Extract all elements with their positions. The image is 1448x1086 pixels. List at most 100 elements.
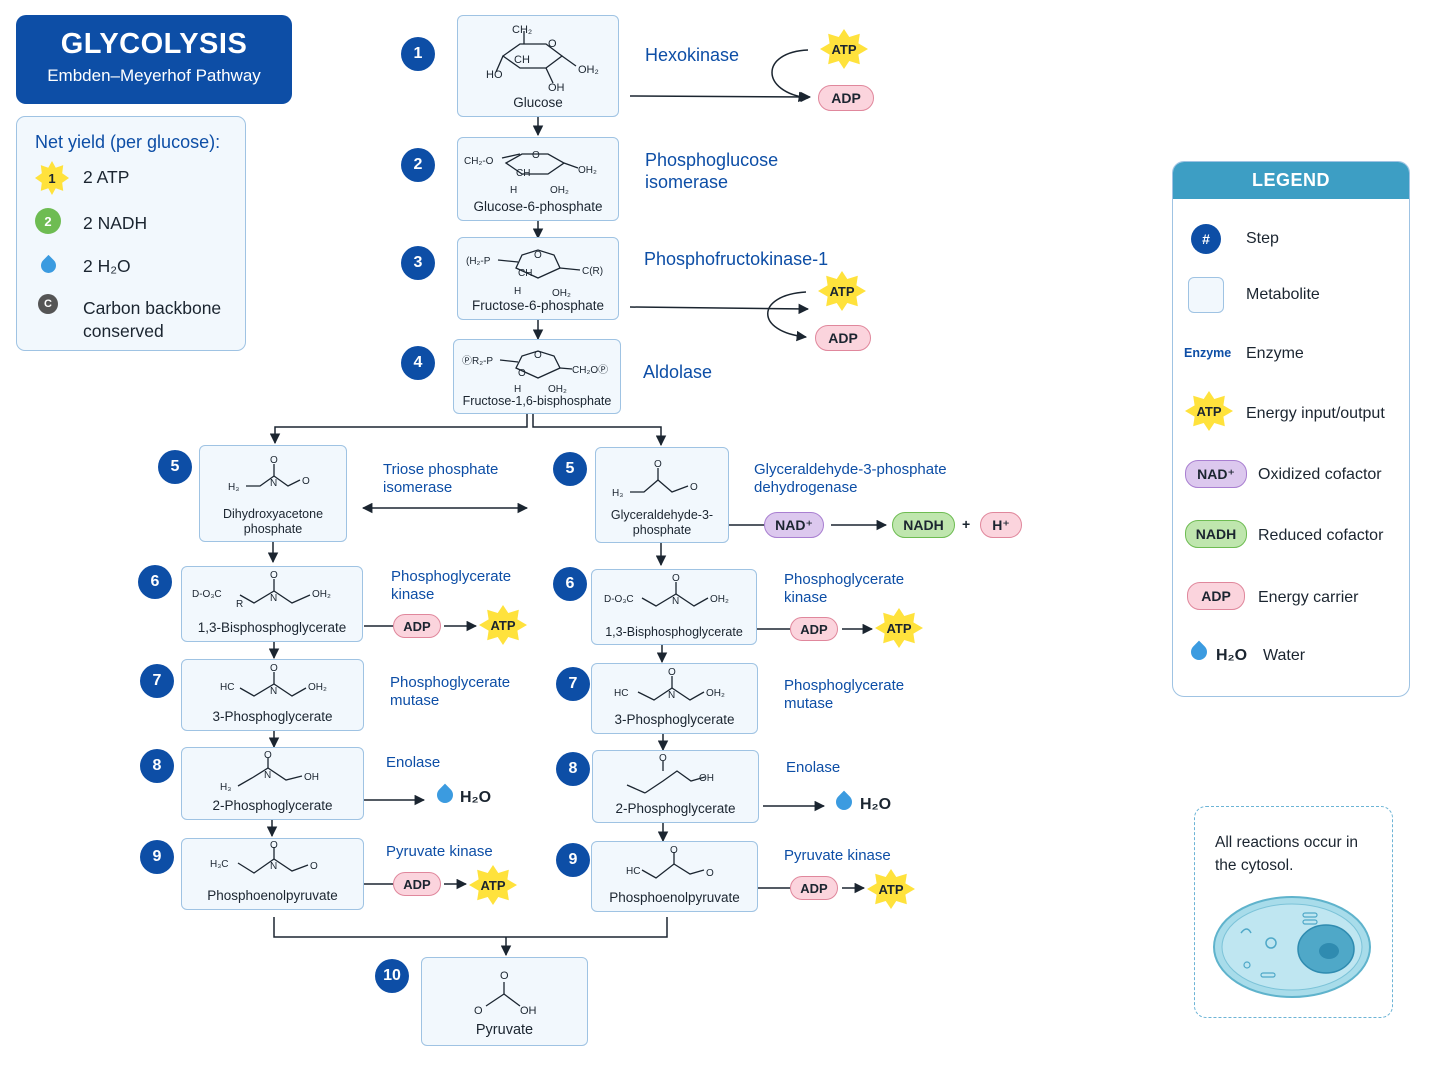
yield-water-text: 2 H₂O <box>83 256 131 276</box>
carbon-icon: C <box>38 294 58 314</box>
legend-carrier-text: Energy carrier <box>1258 589 1359 606</box>
metabolite-label: 2-Phosphoglycerate <box>212 798 333 814</box>
pg2-atom-o: O <box>659 753 667 764</box>
legend-water-text: Water <box>1263 647 1306 664</box>
glucose-atom-oh2: OH₂ <box>578 64 599 76</box>
nadh-swatch: NADH <box>1185 520 1247 548</box>
metabolite-3-phosphoglycerate-left: HC O N OH₂ 3-Phosphoglycerate <box>181 659 364 731</box>
bpg-atom-n: N <box>270 593 277 604</box>
adp-pill: ADP <box>790 617 838 641</box>
legend-panel: LEGEND # Step Metabolite Enzyme Enzyme A… <box>1172 161 1410 697</box>
bpg-structure-icon: D-O₃C O N OH₂ R <box>192 570 331 610</box>
pep-atom-hc: HC <box>626 866 640 877</box>
pep-structure-icon: HC O O <box>626 845 714 879</box>
metabolite-label: Glyceraldehyde-3-phosphate <box>610 508 714 537</box>
metabolite-2-phosphoglycerate-left: H₃ O N OH 2-Phosphoglycerate <box>181 747 364 820</box>
dhap-atom-h3: H₃ <box>228 482 239 493</box>
pg3-structure-icon: HC O N OH₂ <box>220 663 327 697</box>
water-drop-icon <box>832 790 856 814</box>
pep-atom-o2: O <box>310 861 318 872</box>
metabolite-label: Dihydroxyacetone phosphate <box>222 507 324 536</box>
bpg-structure-icon: D-O₃C O N OH₂ <box>604 573 729 607</box>
step-number-8-left: 8 <box>140 749 174 783</box>
nadh-circle-icon: 2 <box>35 208 61 234</box>
pg2-atom-o: O <box>264 750 272 761</box>
enzyme-phosphoglycerate-kinase-right: Phosphoglycerate kinase <box>784 571 905 606</box>
g6p-atom-oh2b: OH₂ <box>550 185 569 196</box>
legend-metabolite-text: Metabolite <box>1246 286 1320 303</box>
g6p-atom-ch: CH <box>516 168 530 179</box>
g6p-atom-h: H <box>510 185 517 196</box>
bpg-atom-n: N <box>672 596 679 607</box>
step-number-7-left: 7 <box>140 664 174 698</box>
metabolite-label: 3-Phosphoglycerate <box>614 712 735 728</box>
step-number-1: 1 <box>401 37 435 71</box>
f6p-atom-oh2: OH₂ <box>552 288 571 298</box>
enzyme-pyruvate-kinase-left: Pyruvate kinase <box>386 843 493 860</box>
bpg-atom-o: O <box>672 573 680 584</box>
atp-star-icon: ATP <box>867 869 915 909</box>
metabolite-pyruvate: O O OH Pyruvate <box>421 957 588 1046</box>
metabolite-glucose: CH₂ O CH OH₂ HO OH Glucose <box>457 15 619 117</box>
metabolite-label: Fructose-6-phosphate <box>471 298 605 314</box>
metabolite-label: Pyruvate <box>475 1022 534 1039</box>
step-number-3: 3 <box>401 246 435 280</box>
metabolite-label: Glucose-6-phosphate <box>473 199 603 215</box>
legend-enzyme-text: Enzyme <box>1246 345 1304 362</box>
pg2-atom-oh: OH <box>699 773 714 784</box>
metabolite-label: Phosphoenolpyruvate <box>207 888 338 904</box>
glucose-structure-icon: CH₂ O CH OH₂ HO OH <box>486 24 599 94</box>
glucose-atom-ch: CH <box>514 54 530 66</box>
nad-plus-swatch: NAD⁺ <box>1185 460 1247 488</box>
legend-oxidized-text: Oxidized cofactor <box>1258 466 1382 483</box>
plus-sign: + <box>962 516 971 532</box>
step-number-8-right: 8 <box>556 752 590 786</box>
g3p-atom-o2: O <box>690 482 698 493</box>
adp-pill: ADP <box>818 85 874 111</box>
yield-atp-text: 2 ATP <box>83 167 130 187</box>
pyruvate-structure-icon: O O OH <box>474 970 537 1017</box>
legend-energy-text: Energy input/output <box>1246 405 1385 422</box>
glucose-atom-ch2: CH₂ <box>512 24 532 36</box>
metabolite-1-3-bisphosphoglycerate-right: D-O₃C O N OH₂ 1,3-Bisphosphoglycerate <box>591 569 757 645</box>
pg3-atom-o: O <box>668 667 676 678</box>
metabolite-3-phosphoglycerate-right: HC O N OH₂ 3-Phosphoglycerate <box>591 663 758 734</box>
enzyme-phosphoglycerate-mutase-left: Phosphoglycerate mutase <box>390 674 511 709</box>
metabolite-swatch-icon <box>1188 277 1224 313</box>
pg3-structure-icon: HC O N OH₂ <box>614 667 725 701</box>
f6p-atom-h: H <box>514 286 521 297</box>
adp-pill: ADP <box>790 876 838 900</box>
bpg-atom-oh2: OH₂ <box>312 589 331 600</box>
dhap-atom-o: O <box>270 455 278 466</box>
pep-atom-o: O <box>270 840 278 851</box>
pfk-arrow <box>629 303 810 315</box>
step-number-9-left: 9 <box>140 840 174 874</box>
yield-nadh-text: 2 NADH <box>83 213 148 233</box>
hexokinase-atp-curve <box>771 49 810 103</box>
split-right-arrow <box>532 414 667 447</box>
step-number-7-right: 7 <box>556 667 590 701</box>
metabolite-phosphoenolpyruvate-left: H₃C O N O Phosphoenolpyruvate <box>181 838 364 910</box>
pep-atom-n: N <box>270 861 277 872</box>
cytosol-note-text: All reactions occur in the cytosol. <box>1215 834 1359 875</box>
enzyme-pyruvate-kinase-right: Pyruvate kinase <box>784 847 891 864</box>
g3p-atom-h3: H₃ <box>612 488 623 499</box>
adp-pill: ADP <box>815 325 871 351</box>
water-drop-icon <box>433 783 457 807</box>
net-yield-heading: Net yield (per glucose): <box>35 132 221 152</box>
water-symbol: H₂O <box>1216 647 1248 664</box>
pg3-atom-oh2: OH₂ <box>308 682 327 693</box>
cell-icon <box>1213 896 1371 998</box>
metabolite-glucose-6-phosphate: CH₂-O O CH OH₂ OH₂ H Glucose-6-phosphate <box>457 137 619 221</box>
title-banner: GLYCOLYSIS Embden–Meyerhof Pathway <box>16 15 292 104</box>
enzyme-hexokinase: Hexokinase <box>645 45 740 65</box>
fbp-atom-p: ⓅR₂-P <box>462 355 493 367</box>
h-plus-pill: H⁺ <box>980 512 1022 538</box>
atp-star-icon: ATP <box>469 865 517 905</box>
pg2-atom-h3: H₃ <box>220 782 231 793</box>
legend-step-text: Step <box>1246 230 1279 247</box>
step-number-10: 10 <box>375 959 409 993</box>
enzyme-phosphoglycerate-kinase-left: Phosphoglycerate kinase <box>391 568 512 603</box>
pg2-atom-oh: OH <box>304 772 319 783</box>
pg3-atom-n: N <box>668 690 675 701</box>
